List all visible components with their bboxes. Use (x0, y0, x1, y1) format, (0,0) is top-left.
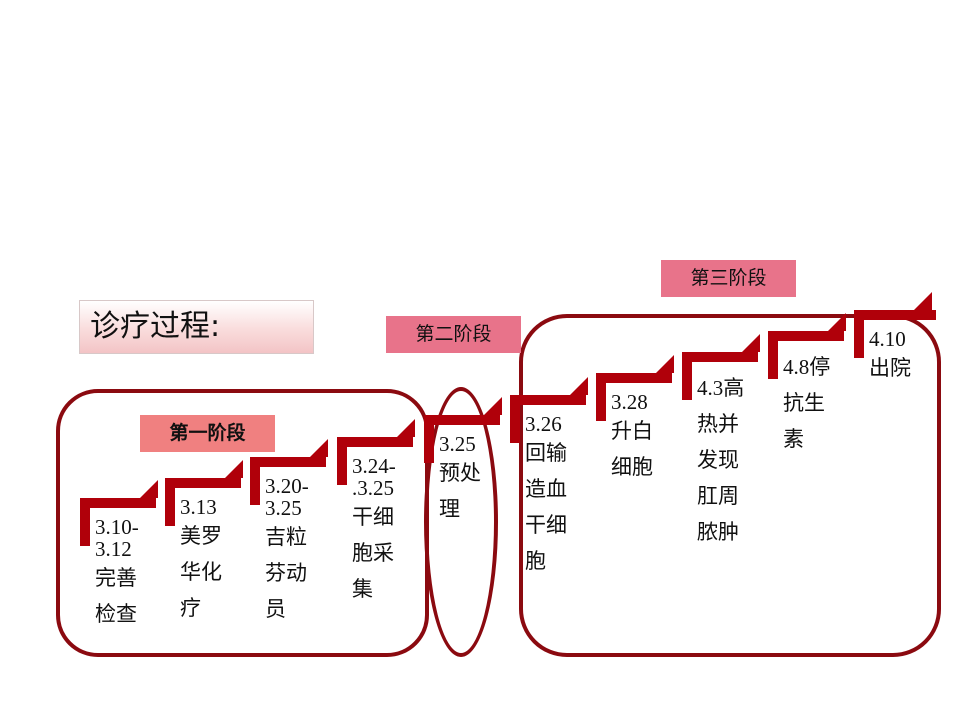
step-arrow (682, 334, 762, 412)
step-date: 4.8 (783, 355, 810, 379)
step-arrow (768, 313, 848, 391)
step-label: 3.13 美罗 华化 疗 (180, 496, 260, 626)
step-label: 3.10- 3.12 完善 检查 (95, 516, 175, 632)
slide-title: 诊疗过程: (79, 300, 314, 354)
step-riser (682, 352, 692, 400)
step-riser (854, 310, 864, 358)
step-arrow (854, 292, 936, 370)
step-triangle-icon (225, 460, 243, 478)
step-bar (337, 437, 413, 447)
step-bar (768, 331, 844, 341)
step-bar (424, 415, 500, 425)
step-riser (510, 395, 520, 443)
step-arrow (80, 480, 160, 558)
stage-three-label: 第三阶段 (661, 260, 796, 297)
step-bar (596, 373, 672, 383)
step-label: 4.8停 抗生 素 (783, 349, 863, 457)
step-triangle-icon (140, 480, 158, 498)
step-text: 回输 造血 干细 胞 (525, 441, 567, 573)
step-date: 3.20- 3.25 (265, 474, 309, 520)
step-arrow (596, 355, 676, 433)
stage-three-frame (519, 314, 941, 657)
step-text: 完善 检查 (95, 566, 137, 626)
step-triangle-icon (484, 397, 502, 415)
step-text: 干细 胞采 集 (352, 505, 394, 601)
step-bar (510, 395, 586, 405)
step-riser (250, 457, 260, 505)
step-triangle-icon (914, 292, 932, 310)
step-date: 3.13 (180, 495, 217, 519)
step-triangle-icon (397, 419, 415, 437)
step-date: 4.10 (869, 327, 906, 351)
step-text: 预处 理 (439, 461, 481, 521)
step-riser (80, 498, 90, 546)
stage-two-frame (424, 387, 498, 657)
step-arrow (337, 419, 417, 497)
step-date: 3.28 (611, 390, 648, 414)
step-label: 3.20- 3.25 吉粒 芬动 员 (265, 475, 345, 627)
step-bar (250, 457, 326, 467)
step-date: 4.3 (697, 376, 724, 400)
step-text: 升白 细胞 (611, 419, 653, 479)
step-label: 3.24- .3.25 干细 胞采 集 (352, 455, 432, 607)
step-date: 3.25 (439, 432, 476, 456)
step-arrow (510, 377, 590, 455)
step-bar (682, 352, 758, 362)
step-date: 3.24- .3.25 (352, 454, 396, 500)
step-label: 3.28 升白 细胞 (611, 391, 691, 485)
step-riser (424, 415, 434, 463)
step-riser (337, 437, 347, 485)
step-triangle-icon (570, 377, 588, 395)
step-label: 3.25 预处 理 (439, 433, 519, 527)
step-triangle-icon (310, 439, 328, 457)
step-riser (165, 478, 175, 526)
step-bar (80, 498, 156, 508)
step-triangle-icon (742, 334, 760, 352)
step-text: 停 抗生 素 (783, 355, 831, 451)
step-date: 3.10- 3.12 (95, 515, 139, 561)
step-text: 美罗 华化 疗 (180, 524, 222, 620)
step-text: 出院 (869, 356, 911, 380)
step-label: 4.3高 热并 发现 肛周 脓肿 (697, 370, 777, 550)
stage-two-label: 第二阶段 (386, 316, 521, 353)
step-riser (768, 331, 778, 379)
step-label: 3.26 回输 造血 干细 胞 (525, 413, 605, 579)
step-label: 4.10 出院 (869, 328, 949, 386)
step-bar (854, 310, 936, 320)
step-arrow (250, 439, 330, 517)
step-text: 吉粒 芬动 员 (265, 525, 307, 621)
step-triangle-icon (656, 355, 674, 373)
step-bar (165, 478, 241, 488)
step-riser (596, 373, 606, 421)
step-text: 高 热并 发现 肛周 脓肿 (697, 376, 745, 544)
step-arrow (165, 460, 245, 538)
step-arrow (424, 397, 504, 475)
step-triangle-icon (828, 313, 846, 331)
stage-one-label: 第一阶段 (140, 415, 275, 452)
step-date: 3.26 (525, 412, 562, 436)
